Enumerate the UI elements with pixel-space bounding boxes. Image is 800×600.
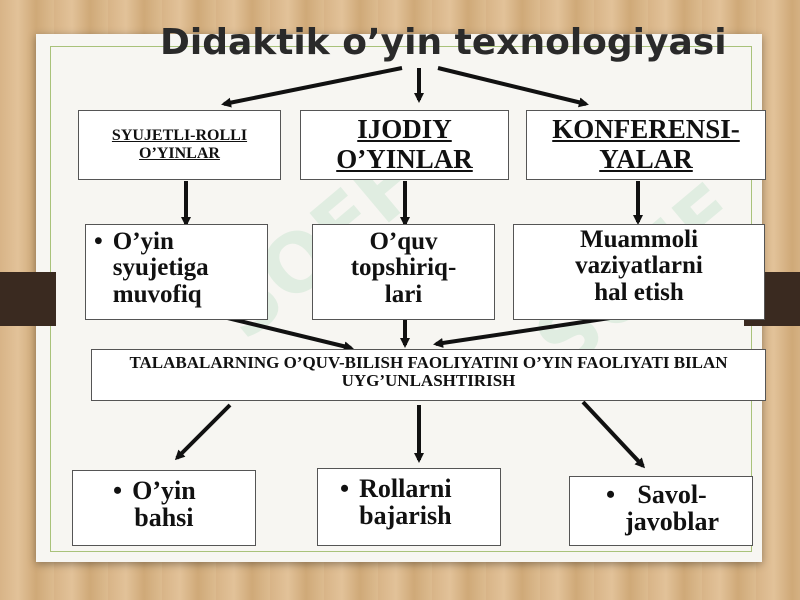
method-line: muvofiq	[112, 280, 202, 308]
method-line: vaziyatlarni	[575, 252, 703, 280]
method-line: lari	[384, 280, 423, 308]
arrow-title-to-left	[221, 66, 403, 108]
method-box-1: • O’yin syujetiga muvofiq	[85, 224, 268, 320]
category-box-konferensiyalar: KONFERENSI-YALAR	[526, 110, 766, 180]
arrow-method3-to-central	[433, 316, 611, 348]
method-box-3: Muammoli vaziyatlarni hal etish	[513, 224, 765, 320]
outcome-line: Rollarni	[359, 474, 452, 503]
diagram-title: Didaktik o’yin texnologiyasi	[160, 22, 727, 63]
category-box-ijodiy: IJODIY O’YINLAR	[300, 110, 509, 180]
method-line: topshiriq-	[350, 254, 457, 282]
arrow-central-to-outcome1	[174, 403, 232, 461]
category-label: KONFERENSI-YALAR	[552, 114, 740, 174]
arrow-title-to-right	[437, 66, 589, 108]
bullet-icon: •	[340, 474, 350, 503]
category-box-syujetli-rolli: SYUJETLI-ROLLI O’YINLAR	[78, 110, 281, 180]
method-line: O’quv	[369, 228, 438, 255]
method-box-2: O’quv topshiriq- lari	[312, 224, 495, 320]
bullet-icon: •	[606, 480, 616, 509]
outcome-line: O’yin	[132, 476, 196, 505]
outcome-line: Savol-	[637, 480, 707, 509]
central-goal-text: TALABALARNING O’QUV-BILISH FAOLIYATINI O…	[129, 353, 728, 390]
outcome-box-2: • Rollarni bajarish	[317, 468, 501, 546]
bullet-icon: •	[94, 228, 103, 255]
left-tab	[0, 272, 56, 326]
outcome-line: bahsi	[134, 503, 194, 533]
central-goal-box: TALABALARNING O’QUV-BILISH FAOLIYATINI O…	[91, 349, 766, 401]
outcome-line: bajarish	[359, 501, 452, 531]
outcome-box-1: • O’yin bahsi	[72, 470, 256, 546]
arrow-central-to-outcome3	[581, 400, 646, 469]
method-line: syujetiga	[112, 254, 209, 282]
category-label: IJODIY O’YINLAR	[336, 114, 473, 174]
bullet-icon: •	[113, 476, 123, 505]
outcome-box-3: • Savol- javoblar	[569, 476, 753, 546]
category-label: SYUJETLI-ROLLI O’YINLAR	[111, 127, 248, 162]
outcome-line: javoblar	[625, 507, 719, 537]
method-line: hal etish	[594, 278, 684, 306]
method-line: O’yin	[112, 228, 174, 255]
method-line: Muammoli	[579, 226, 699, 253]
